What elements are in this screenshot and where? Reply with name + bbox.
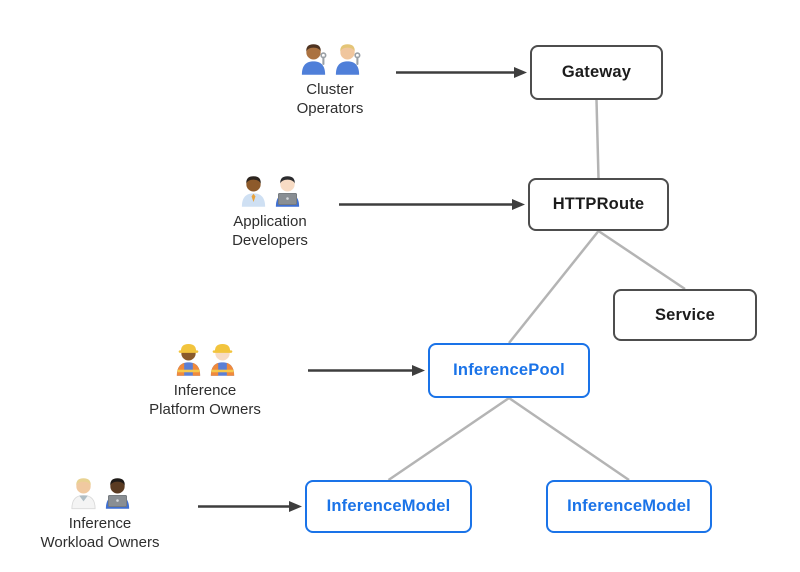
woman-technologist-emoji bbox=[275, 176, 299, 207]
persona-application-developers-icons bbox=[238, 170, 303, 208]
persona-cluster-operators-label: Cluster Operators bbox=[297, 80, 364, 118]
persona-inference-workload-owners-icons bbox=[68, 472, 133, 510]
persona-application-developers: Application Developers bbox=[185, 170, 355, 250]
persona-inference-workload-owners: Inference Workload Owners bbox=[15, 472, 185, 552]
persona-inference-platform-owners-label: Inference Platform Owners bbox=[149, 381, 261, 419]
woman-mechanic-emoji bbox=[335, 44, 360, 75]
man-construction-worker-emoji bbox=[210, 344, 234, 376]
node-inferencemodel-right: InferenceModel bbox=[546, 480, 712, 533]
persona-inference-platform-owners: Inference Platform Owners bbox=[120, 339, 290, 419]
woman-construction-worker-emoji bbox=[176, 344, 200, 376]
persona-label-line: Inference bbox=[68, 515, 132, 532]
node-inferencepool-label: InferencePool bbox=[453, 361, 565, 379]
persona-cluster-operators-icons bbox=[298, 38, 363, 76]
node-inferencepool: InferencePool bbox=[428, 343, 590, 398]
node-inferencemodel-left-label: InferenceModel bbox=[326, 497, 451, 515]
man-mechanic-emoji bbox=[301, 44, 326, 75]
persona-inference-platform-owners-icons bbox=[173, 339, 238, 377]
persona-label-line: Developers bbox=[232, 232, 308, 249]
persona-inference-workload-owners-label: Inference Workload Owners bbox=[41, 514, 160, 552]
node-gateway-label: Gateway bbox=[561, 63, 632, 81]
node-httproute-label: HTTPRoute bbox=[552, 195, 645, 213]
persona-cluster-operators: Cluster Operators bbox=[245, 38, 415, 118]
persona-label-line: Operators bbox=[296, 100, 364, 117]
node-inferencemodel-left: InferenceModel bbox=[305, 480, 472, 533]
persona-application-developers-label: Application Developers bbox=[232, 212, 308, 250]
node-service: Service bbox=[613, 289, 757, 341]
persona-label-line: Platform Owners bbox=[149, 401, 261, 418]
node-inferencemodel-right-label: InferenceModel bbox=[567, 497, 691, 515]
persona-label-line: Workload Owners bbox=[40, 534, 160, 551]
node-gateway: Gateway bbox=[530, 45, 663, 100]
persona-label-line: Inference bbox=[173, 382, 237, 399]
man-office-worker-emoji bbox=[241, 176, 265, 207]
persona-label-line: Cluster bbox=[306, 81, 354, 98]
health-worker-emoji bbox=[70, 478, 96, 510]
man-technologist-dark-emoji bbox=[105, 478, 129, 509]
node-service-label: Service bbox=[654, 305, 716, 324]
persona-label-line: Application bbox=[233, 213, 307, 230]
node-httproute: HTTPRoute bbox=[528, 178, 669, 231]
